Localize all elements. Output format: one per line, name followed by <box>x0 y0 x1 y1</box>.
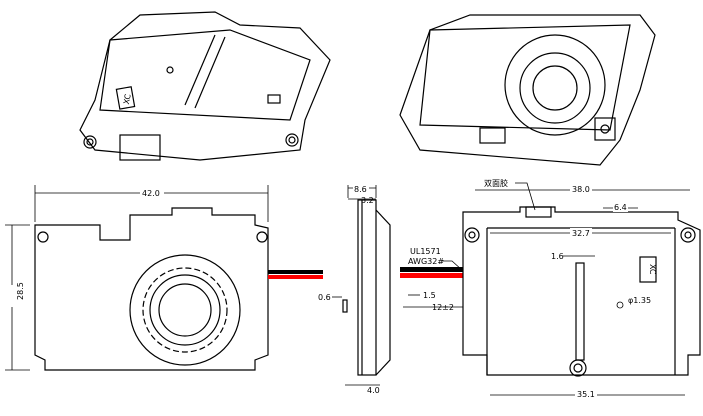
dim-strip: 1.5 <box>423 291 436 300</box>
front-view: 42.0 28.5 <box>5 185 323 371</box>
dim-width: 42.0 <box>142 189 160 198</box>
dim-depth: 8.6 <box>354 185 367 194</box>
isometric-view-top: XC <box>79 11 331 161</box>
side-wire-red <box>400 273 505 278</box>
tape-label: 双面胶 <box>484 178 508 188</box>
wire-gauge: AWG32# <box>408 257 444 266</box>
dim-tab: 6.4 <box>614 203 627 212</box>
side-wire-black <box>400 267 505 272</box>
impeller-outer <box>129 254 241 366</box>
dim-inner: 32.7 <box>572 229 590 238</box>
dim-hole-span: 38.0 <box>572 185 590 194</box>
logo-mark: XC <box>648 264 657 275</box>
iso-logo: XC <box>122 93 133 105</box>
wire-red <box>268 275 323 279</box>
dim-rib: 1.6 <box>551 252 564 261</box>
wire-black <box>268 270 323 274</box>
dim-bottom: 35.1 <box>577 390 595 399</box>
dim-height: 28.5 <box>16 282 25 300</box>
side-view: 8.6 3.2 0.6 4.0 UL1571 AWG32# 1.5 12±2 <box>318 184 505 395</box>
dim-boss: 4.0 <box>367 386 380 395</box>
isometric-view-fan <box>399 14 656 166</box>
dim-depth-top: 3.2 <box>361 196 374 205</box>
dim-offset: 0.6 <box>318 293 331 302</box>
wire-spec: UL1571 <box>410 247 441 256</box>
back-view: XC 双面胶 38.0 6.4 32.7 1.6 φ1.35 35.1 <box>462 178 701 399</box>
dim-hole-dia: φ1.35 <box>628 296 651 305</box>
dim-wire-length: 12±2 <box>432 303 454 312</box>
